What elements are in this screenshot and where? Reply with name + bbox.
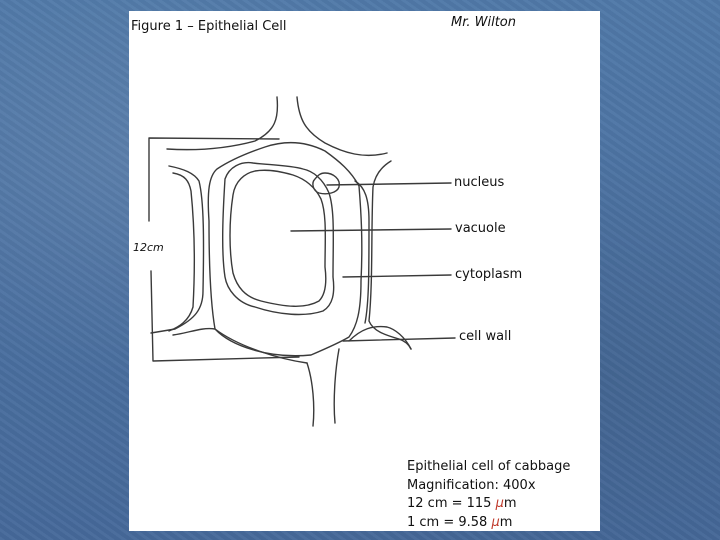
cell-wall-right	[368, 160, 412, 350]
caption-line-scale-12cm: 12 cm = 115 μm	[407, 495, 570, 514]
nucleus-outline	[312, 172, 340, 195]
cell-wall-bottom-right	[348, 325, 412, 350]
cell-wall-left	[150, 165, 205, 334]
cell-diagram	[148, 96, 456, 427]
cell-wall-stem-left	[306, 362, 315, 427]
cell-wall-top-right	[296, 96, 388, 157]
caption-line-scale-1cm: 1 cm = 9.58 μm	[407, 514, 570, 533]
label-vacuole: vacuole	[455, 221, 506, 236]
cell-wall-stem-right	[333, 348, 340, 424]
vacuole-inner-outline	[229, 169, 327, 307]
label-cell-wall: cell wall	[459, 329, 512, 344]
cell-wall-left-inner	[168, 172, 195, 332]
unit-suffix: m	[503, 496, 517, 511]
micro-symbol: μ	[495, 496, 504, 511]
cell-wall-bottom-left	[172, 327, 308, 364]
micro-symbol: μ	[491, 514, 500, 530]
label-cytoplasm: cytoplasm	[455, 267, 523, 282]
scale-bracket	[148, 137, 300, 362]
leader-cell-wall	[342, 337, 456, 342]
cell-wall-right-inner	[354, 180, 370, 324]
caption-line-magnification: Magnification: 400x	[407, 477, 536, 493]
caption-scale-12cm-value: 12 cm = 115	[407, 496, 496, 511]
cell-wall-top-left	[166, 96, 279, 151]
caption-line-specimen: Epithelial cell of cabbage	[407, 459, 571, 474]
leader-nucleus	[326, 182, 452, 186]
vacuole-outline	[221, 161, 335, 316]
diagram-sheet: Figure 1 – Epithelial Cell Mr. Wilton 12…	[129, 11, 600, 531]
figure-caption: Epithelial cell of cabbage Magnification…	[407, 458, 570, 532]
scale-bar-label: 12cm	[133, 241, 164, 254]
unit-suffix: m	[499, 514, 513, 530]
cell-wall-inner-outline	[207, 141, 363, 357]
leader-cytoplasm	[342, 274, 452, 278]
caption-scale-1cm-value: 1 cm = 9.58	[407, 514, 492, 530]
author-name: Mr. Wilton	[451, 15, 516, 30]
figure-title: Figure 1 – Epithelial Cell	[131, 19, 287, 34]
leader-vacuole	[290, 228, 452, 232]
label-nucleus: nucleus	[454, 175, 505, 190]
